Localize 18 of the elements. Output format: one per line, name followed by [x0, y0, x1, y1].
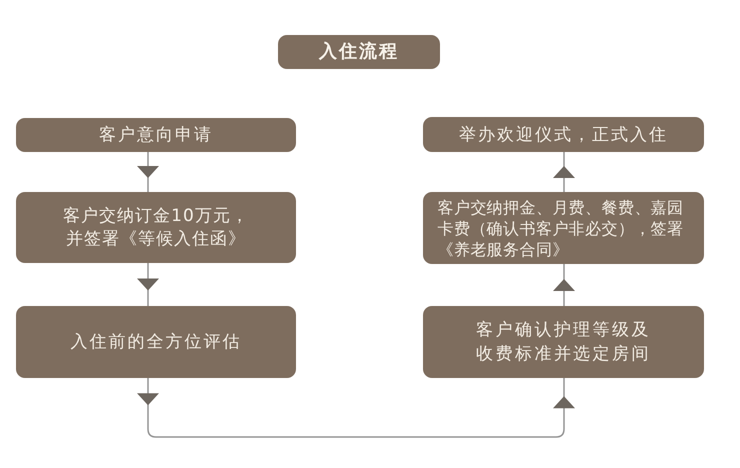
step-text: 客户交纳押金、月费、餐费、嘉园卡费（确认书客户非必交），签署《养老服务合同》	[438, 196, 684, 260]
arrow	[137, 263, 159, 306]
process-box	[423, 117, 704, 152]
step-text: 举办欢迎仪式，正式入住	[459, 124, 668, 146]
step-text: 客户交纳订金10万元，并签署《等候入住函》	[62, 204, 250, 250]
process-box	[423, 192, 704, 264]
title-text: 入住流程	[319, 41, 399, 63]
arrow	[553, 264, 575, 306]
arrow	[137, 152, 159, 192]
process-box	[16, 306, 296, 378]
step-text: 入住前的全方位评估	[70, 331, 242, 353]
arrow	[137, 378, 575, 438]
process-box	[16, 192, 296, 263]
step-text: 客户意向申请	[99, 124, 213, 146]
arrow	[553, 152, 575, 192]
process-box	[16, 118, 296, 152]
process-box	[423, 306, 704, 378]
step-text: 客户确认护理等级及收费标准并选定房间	[475, 319, 652, 366]
